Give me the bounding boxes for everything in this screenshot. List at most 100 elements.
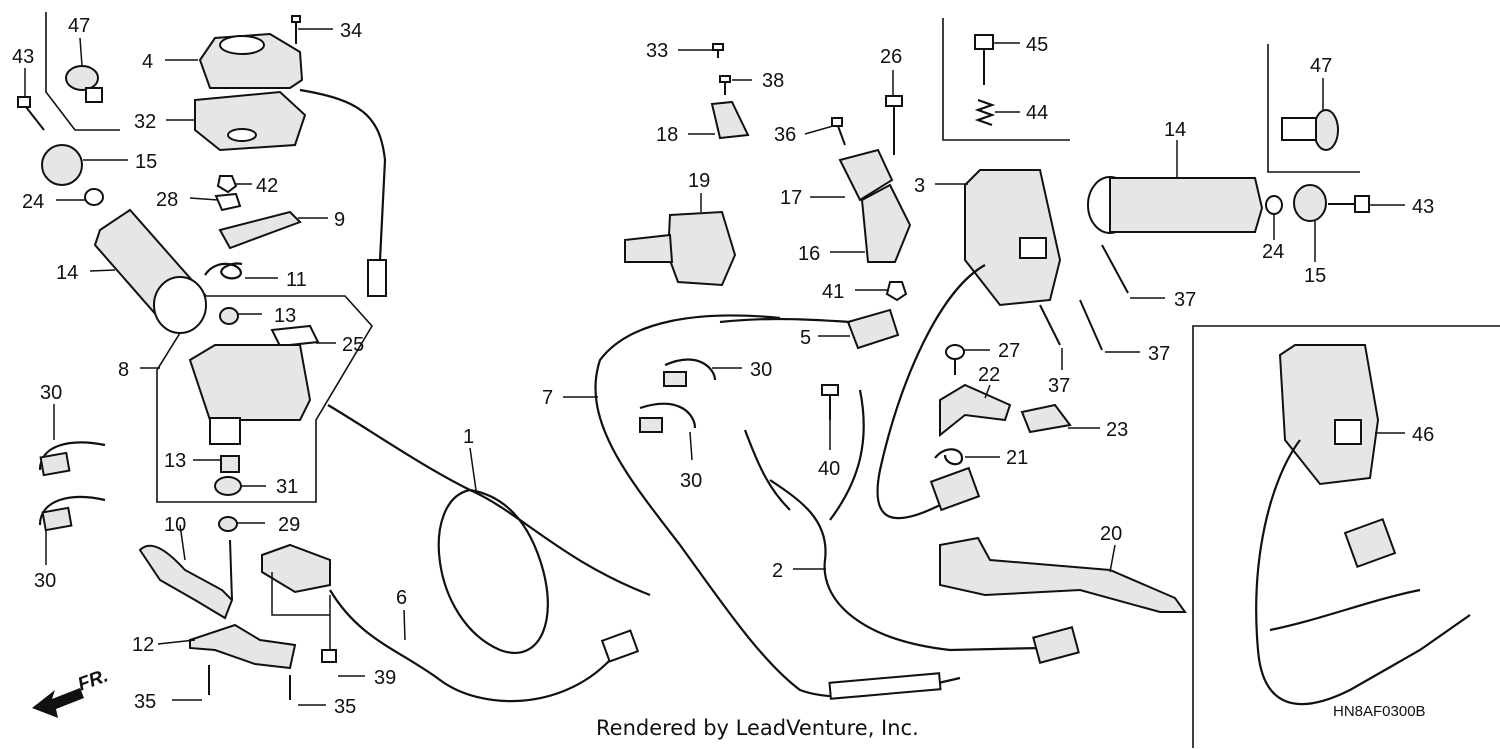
callout-43-right: 43 (1412, 196, 1434, 218)
screw-38 (719, 75, 731, 95)
throttle-housing-cover (198, 32, 304, 89)
callout-24-left: 24 (22, 191, 44, 213)
connector-2 (1032, 626, 1080, 664)
callout-16: 16 (798, 243, 820, 265)
leader-36 (804, 125, 834, 135)
wire-throttle-housing (299, 88, 387, 261)
leader-28 (189, 197, 219, 201)
callout-37-left: 37 (1048, 375, 1070, 397)
sensor-39 (261, 543, 337, 663)
weight-15-left (41, 144, 83, 186)
callout-5: 5 (800, 327, 811, 349)
cover-19 (624, 210, 737, 287)
collar-24-left (84, 188, 104, 206)
callout-36: 36 (774, 124, 796, 146)
callout-24-right: 24 (1262, 241, 1284, 263)
callout-13-bottom: 13 (164, 450, 186, 472)
callout-46: 46 (1412, 424, 1434, 446)
inset-bracket-left (45, 12, 120, 131)
callout-13-top: 13 (274, 305, 296, 327)
cable-7-adjuster (828, 672, 942, 700)
wire-housing-3 (876, 264, 986, 520)
bolt-45 (974, 34, 994, 85)
lever-10 (138, 539, 234, 620)
connector-throttle (367, 259, 387, 297)
callout-14-right: 14 (1164, 119, 1186, 141)
callout-33: 33 (646, 40, 668, 62)
wiring-harness-2-branch-right (829, 389, 865, 521)
seal-13-top (219, 307, 239, 325)
callout-9: 9 (334, 209, 345, 231)
callout-23: 23 (1106, 419, 1128, 441)
callout-30-upper-left: 30 (40, 382, 62, 404)
callout-19: 19 (688, 170, 710, 192)
screw-37-left (1039, 304, 1061, 346)
callout-47-left: 47 (68, 15, 90, 37)
wire-5 (719, 317, 851, 324)
leader-14a (89, 269, 116, 272)
collar-24-right (1265, 195, 1283, 215)
callout-39: 39 (374, 667, 396, 689)
leader-10 (179, 524, 186, 561)
bracket-18 (710, 100, 750, 140)
callout-11: 11 (286, 269, 307, 291)
leader-20 (1109, 544, 1116, 573)
callout-37-mid: 37 (1148, 343, 1170, 365)
callout-43-left: 43 (12, 46, 34, 68)
plate-12 (189, 623, 297, 670)
nut-42 (216, 175, 238, 194)
footer-credit: Rendered by LeadVenture, Inc. (596, 716, 919, 740)
front-direction-arrow (32, 688, 84, 718)
bolt-43-left (17, 96, 45, 131)
pin-26 (885, 95, 903, 155)
connector-46 (1343, 517, 1397, 569)
switch-5 (846, 308, 900, 350)
callout-4: 4 (142, 51, 153, 73)
callout-31: 31 (276, 476, 298, 498)
callout-35-right: 35 (334, 696, 356, 718)
connector-3 (929, 466, 981, 512)
group-box-8 (156, 295, 373, 503)
inset-bracket-top-right (1267, 44, 1360, 173)
holder-17 (838, 148, 894, 202)
callout-26: 26 (880, 46, 902, 68)
callout-37-top: 37 (1174, 289, 1196, 311)
brake-lever-20 (939, 536, 1187, 613)
arm-9 (218, 210, 302, 250)
callout-41: 41 (822, 281, 844, 303)
label-25 (270, 324, 320, 348)
clamp-30-lower-left (38, 496, 106, 532)
bolt-43-right (1328, 195, 1370, 213)
screw-37-top (1101, 244, 1129, 294)
seal-13-bottom (220, 455, 240, 473)
callout-6: 6 (396, 587, 407, 609)
callout-21: 21 (1006, 447, 1028, 469)
callout-12: 12 (132, 634, 154, 656)
connector-6 (600, 629, 640, 663)
throttle-housing-gasket (194, 90, 307, 152)
throttle-cable-1-loop (437, 488, 549, 654)
callout-17: 17 (780, 187, 802, 209)
bolt-40 (821, 384, 839, 420)
screw-36 (831, 117, 846, 146)
leader-30d (689, 431, 693, 461)
leader-22 (984, 384, 991, 399)
throttle-cable-1 (327, 404, 651, 597)
spring-11 (204, 262, 243, 280)
switch-housing-3 (964, 169, 1062, 307)
callout-22: 22 (978, 364, 1000, 386)
callout-30-lower-left: 30 (34, 570, 56, 592)
callout-25: 25 (342, 334, 364, 356)
callout-1: 1 (463, 426, 474, 448)
callout-44: 44 (1026, 102, 1048, 124)
callout-29: 29 (278, 514, 300, 536)
callout-18: 18 (656, 124, 678, 146)
diagram-code: HN8AF0300B (1333, 703, 1426, 720)
wire-46 (1255, 439, 1471, 706)
clamp-30-center-lower (639, 402, 697, 433)
switch-assembly-46 (1278, 344, 1380, 486)
callout-30-center-lower: 30 (680, 470, 702, 492)
grip-14-right (1087, 176, 1264, 234)
callout-15-right: 15 (1304, 265, 1326, 287)
